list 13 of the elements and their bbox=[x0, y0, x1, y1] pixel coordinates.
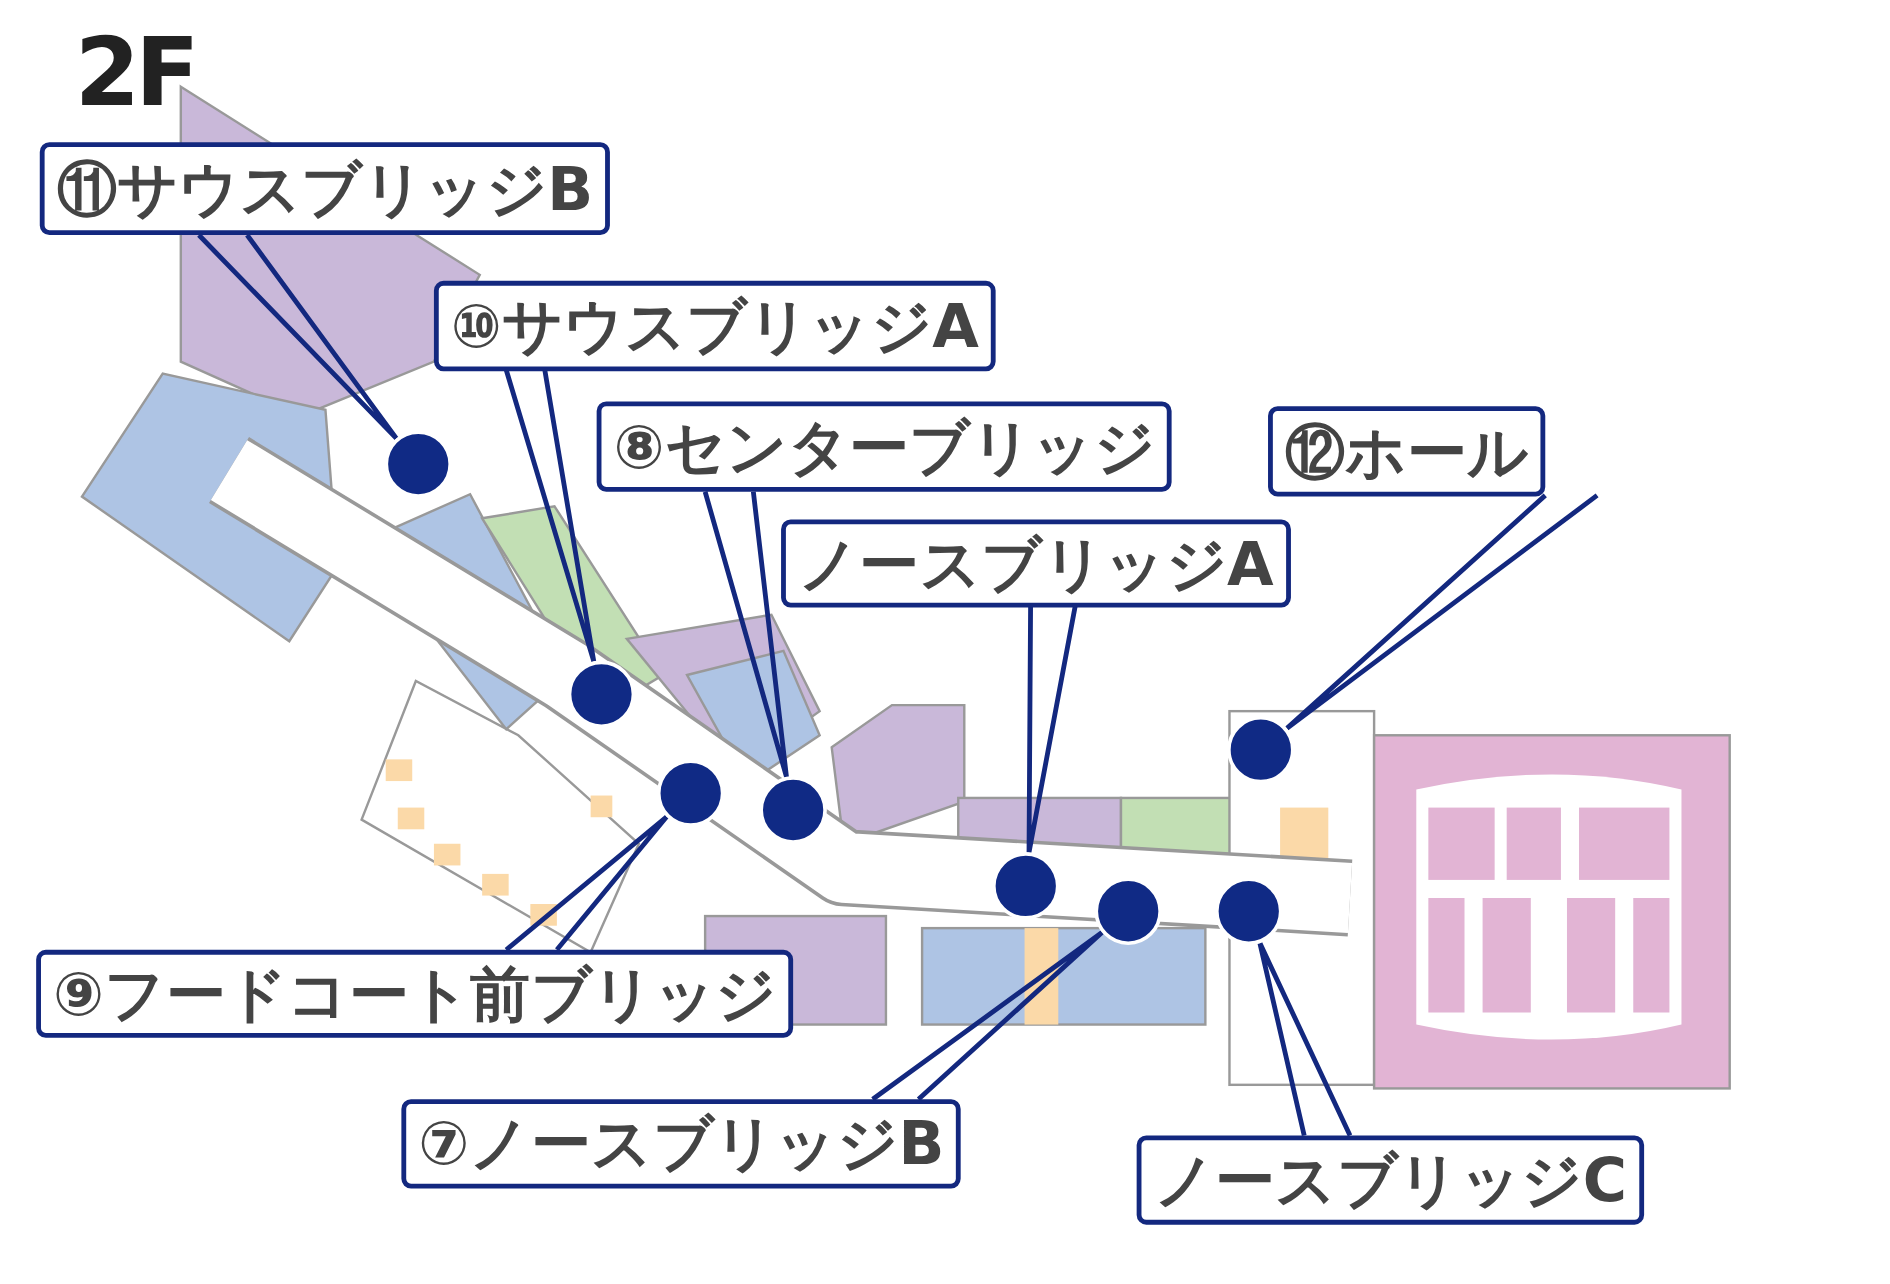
callout-label: ノースブリッジA bbox=[781, 519, 1291, 608]
floor-label: 2F bbox=[74, 24, 195, 121]
callout-label: ⑦ノースブリッジB bbox=[401, 1099, 962, 1189]
leader-line bbox=[1257, 940, 1353, 1138]
callout-label: ⑪サウスブリッジB bbox=[39, 142, 611, 236]
leader-line bbox=[870, 930, 1105, 1102]
callout-label: ⑧センターブリッジ bbox=[596, 401, 1172, 492]
leader-line bbox=[702, 489, 789, 780]
callout-label: ⑨フードコート前ブリッジ bbox=[36, 949, 794, 1038]
callout-label: ノースブリッジC bbox=[1136, 1135, 1644, 1225]
callout-label: ⑫ホール bbox=[1268, 406, 1546, 497]
leader-line bbox=[1284, 493, 1600, 731]
callout-label: ⑩サウスブリッジA bbox=[433, 280, 996, 372]
